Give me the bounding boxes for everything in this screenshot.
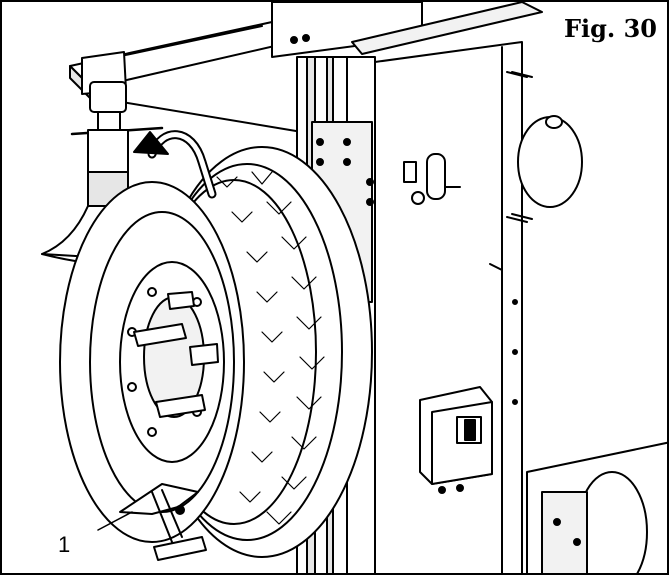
motor-upper	[506, 71, 583, 223]
control-box	[419, 386, 493, 494]
curved-arrow-icon	[133, 130, 217, 199]
wheel-rim	[59, 181, 245, 543]
motor-lower	[526, 441, 667, 573]
machine-panel	[374, 41, 523, 573]
callout-label-1: 1	[58, 532, 71, 557]
hanger-rods	[511, 71, 533, 220]
bead-clamp-tool	[97, 483, 207, 561]
top-bracket	[271, 2, 543, 58]
figure-title: Fig. 30	[559, 14, 661, 43]
